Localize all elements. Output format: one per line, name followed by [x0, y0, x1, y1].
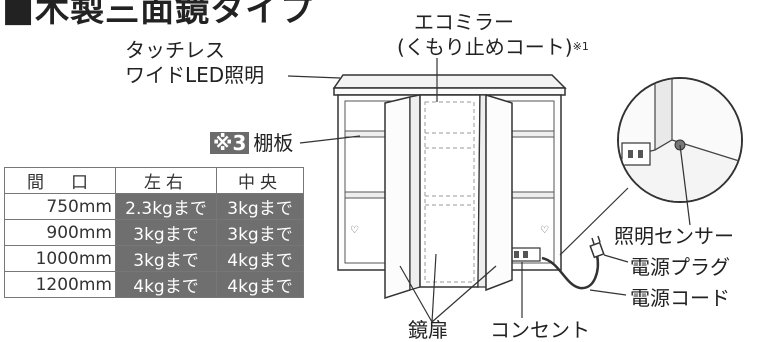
page-title: ■木製三面鏡タイプ — [2, 0, 316, 30]
table-row: 900mm 3kgまで 3kgまで — [4, 219, 304, 246]
row-center: 3kgまで — [216, 193, 304, 220]
table-row: 1200mm 4kgまで 4kgまで — [4, 271, 304, 298]
header-center: 中央 — [216, 167, 304, 194]
row-size: 1000mm — [4, 245, 116, 272]
power-cord — [541, 235, 605, 290]
eco-mirror-label-line1: エコミラー — [414, 10, 514, 34]
mirror-door-label: 鏡扉 — [408, 318, 448, 342]
row-left-right: 3kgまで — [115, 219, 217, 246]
svg-text:♡: ♡ — [350, 225, 359, 236]
left-mirror-door — [384, 94, 421, 300]
outlet-label: コンセント — [490, 318, 590, 342]
table-header-row: 間 口 左右 中央 — [4, 167, 304, 194]
led-light-bar — [332, 74, 567, 96]
table-row: 1000mm 3kgまで 4kgまで — [4, 245, 304, 272]
row-center: 4kgまで — [216, 245, 304, 272]
row-size: 900mm — [4, 219, 116, 246]
row-center: 3kgまで — [216, 219, 304, 246]
load-capacity-table: 間 口 左右 中央 750mm 2.3kgまで 3kgまで 900mm 3kgま… — [4, 167, 304, 298]
row-left-right: 4kgまで — [115, 271, 217, 298]
leader-lines — [287, 58, 691, 323]
svg-text:♡: ♡ — [540, 225, 549, 236]
table-row: 750mm 2.3kgまで 3kgまで — [4, 193, 304, 220]
sensor-zoom-inset — [617, 77, 743, 203]
row-left-right: 3kgまで — [115, 245, 217, 272]
header-left-right: 左右 — [115, 167, 217, 194]
note-badge: ※3 — [210, 132, 250, 154]
power-plug-label: 電源プラグ — [630, 255, 730, 279]
eco-mirror-label-line2: (くもり止めコート)※1 — [397, 35, 589, 59]
power-cord-label: 電源コード — [630, 286, 730, 310]
right-mirror-door — [477, 93, 513, 292]
row-center: 4kgまで — [216, 271, 304, 298]
sensor-label: 照明センサー — [614, 224, 734, 248]
touchless-label-line1: タッチレス — [125, 38, 225, 62]
touchless-label-line2: ワイドLED照明 — [125, 63, 265, 87]
row-size: 1200mm — [4, 271, 116, 298]
center-mirror — [419, 94, 481, 288]
row-left-right: 2.3kgまで — [115, 193, 217, 220]
header-width: 間 口 — [4, 167, 116, 194]
row-size: 750mm — [4, 193, 116, 220]
